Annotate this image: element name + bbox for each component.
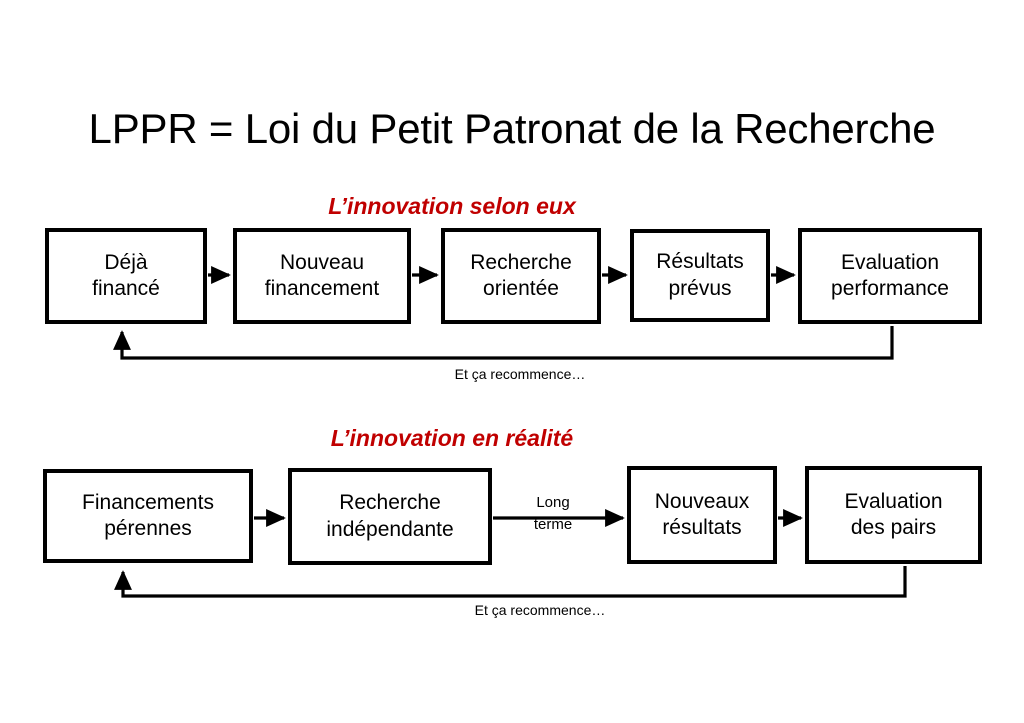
flow-box-line-2: pérennes xyxy=(104,517,192,540)
flow-box-line-2: indépendante xyxy=(326,517,454,541)
flow-box-line-1: Financements xyxy=(82,490,214,514)
flow-box-line-2: financement xyxy=(264,277,380,300)
flow-box-line-2: financé xyxy=(92,277,160,300)
loop-label-row-2: Et ça recommence… xyxy=(474,602,606,618)
flow-box-deja-finance[interactable]: Déjà financé xyxy=(45,228,207,324)
feedback-loop-arrow-row-2 xyxy=(114,566,907,598)
page-title: LPPR = Loi du Petit Patronat de la Reche… xyxy=(88,105,936,152)
edge-label-long-terme: Long terme xyxy=(510,492,596,536)
flow-box-line-1: Nouveaux xyxy=(654,489,750,513)
flow-box-nouveau-financement[interactable]: Nouveau financement xyxy=(233,228,411,324)
flow-box-line-1: Déjà xyxy=(104,250,148,274)
flow-box-line-1: Nouveau xyxy=(279,250,365,274)
flow-box-line-2: résultats xyxy=(662,516,742,539)
flow-box-recherche-independante[interactable]: Recherche indépendante xyxy=(288,468,492,565)
flow-box-line-1: Evaluation xyxy=(840,250,940,274)
flow-box-line-1: Evaluation xyxy=(844,489,943,513)
flow-box-line-2: des pairs xyxy=(850,516,937,539)
feedback-loop-arrow-row-1 xyxy=(113,326,894,360)
flow-box-nouveaux-resultats[interactable]: Nouveaux résultats xyxy=(627,466,777,564)
flow-box-recherche-orientee[interactable]: Recherche orientée xyxy=(441,228,601,324)
flow-box-line-2: performance xyxy=(831,277,949,300)
edge-label-line-1: Long xyxy=(536,494,570,511)
flow-box-evaluation-des-pairs[interactable]: Evaluation des pairs xyxy=(805,466,982,564)
flow-box-financements-perennes[interactable]: Financements pérennes xyxy=(43,469,253,563)
section-caption-innovation-en-realite: L’innovation en réalité xyxy=(330,425,574,451)
flow-box-line-2: orientée xyxy=(483,277,559,300)
section-caption-innovation-selon-eux: L’innovation selon eux xyxy=(328,193,576,219)
flow-box-line-1: Résultats xyxy=(656,250,744,274)
flow-box-evaluation-performance[interactable]: Evaluation performance xyxy=(798,228,982,324)
edge-label-line-2: terme xyxy=(533,515,573,533)
flow-box-line-1: Recherche xyxy=(470,250,572,274)
flow-box-resultats-prevus[interactable]: Résultats prévus xyxy=(630,229,770,322)
flow-box-line-1: Recherche xyxy=(339,491,441,515)
loop-label-row-1: Et ça recommence… xyxy=(454,366,586,382)
flow-box-line-2: prévus xyxy=(668,276,732,300)
